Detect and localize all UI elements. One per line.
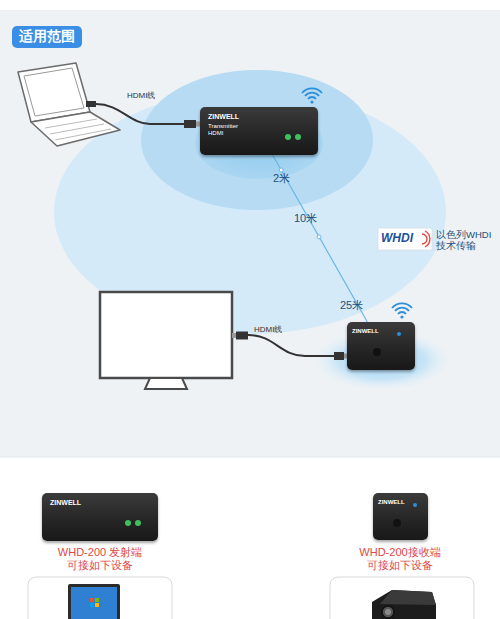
status-led — [135, 520, 141, 526]
distance-label: 25米 — [340, 299, 363, 312]
technology-note: 以色列WHDI 技术传输 — [436, 229, 498, 252]
brand-label: ZINWELL — [208, 113, 268, 121]
laptop-photo — [68, 584, 120, 619]
cable-label: HDMI线 — [254, 325, 282, 335]
range-line — [273, 155, 368, 322]
brand-label: ZINWELL — [352, 328, 402, 335]
projector-photo — [372, 590, 436, 619]
transmitter-device: ZINWELL — [42, 493, 158, 541]
wifi-symbol — [392, 303, 412, 318]
section-title: 适用范围 — [12, 26, 82, 48]
device-caption: WHD-200 发射端 可接如下设备 — [40, 546, 160, 572]
status-led — [295, 134, 301, 140]
model-label: Transmitter HDMI — [208, 123, 246, 136]
distance-marker — [279, 168, 283, 172]
brand-label: ZINWELL — [50, 499, 110, 507]
device-caption: WHD-200接收端 可接如下设备 — [340, 546, 460, 572]
wifi-symbol — [302, 88, 322, 103]
cable-label: HDMI线 — [127, 91, 155, 101]
tv-illustration — [100, 292, 232, 389]
status-led — [125, 520, 131, 526]
receiver-device: ZINWELL — [373, 493, 428, 540]
receiver-device: ZINWELL — [347, 322, 415, 370]
range-ellipse-10m — [141, 70, 373, 210]
title-tag — [12, 26, 82, 48]
status-led — [373, 348, 381, 356]
distance-label: 2米 — [273, 172, 290, 185]
technology-logo: WHDI — [381, 231, 413, 245]
status-led — [413, 503, 417, 507]
range-ellipse-2m — [195, 107, 323, 179]
hdmi-cable-top — [86, 101, 200, 128]
section-divider — [0, 457, 500, 458]
status-led — [397, 332, 401, 336]
status-led — [393, 519, 401, 527]
whdi-logo-box — [378, 228, 432, 250]
distance-marker — [317, 235, 321, 239]
device-panel — [28, 577, 474, 619]
status-led — [285, 134, 291, 140]
transmitter-device: ZINWELL Transmitter HDMI — [200, 107, 318, 155]
hdmi-cable-bottom — [232, 332, 347, 361]
panel-background — [0, 10, 500, 457]
distance-label: 10米 — [294, 212, 317, 225]
